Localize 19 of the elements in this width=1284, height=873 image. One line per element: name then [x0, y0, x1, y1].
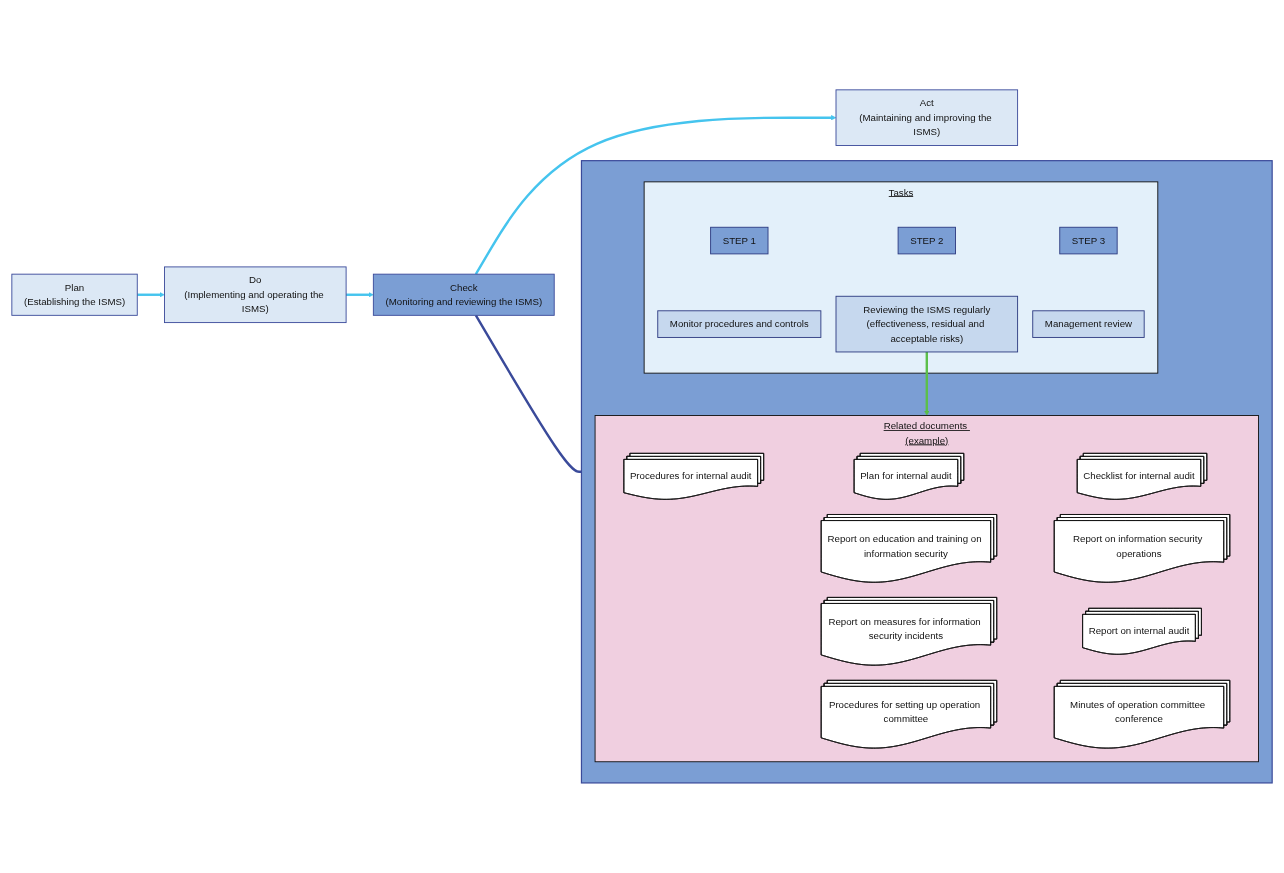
arrow [346, 292, 374, 298]
arrow [924, 352, 930, 416]
node-box [835, 89, 1019, 147]
node-box [11, 273, 138, 316]
arrow [474, 115, 837, 275]
flowchart-drawing: Tasks Related documents (example) Procedures for internal audit Plan for internal audit Checklist for internal audit Report on education and training on information security Report on information security operations Report on measures for information security incidents Report on internal audit Procedures for setting up operation committee Minutes of operation committee conference STEP 1 Monitor procedures and controls STEP 2 Reviewing the ISMS regularly (effectiveness, residual and acceptable risks) STEP 3 Management review Plan (Establishing the ISMS) Do (Implementing and operating the ISMS) Check (Monitoring and reviewing the ISMS) Act (Maintaining and improving the ISMS) [7, 85, 1277, 788]
node-box [372, 273, 555, 316]
node-box [835, 295, 1019, 353]
cluster [643, 181, 1159, 374]
node-box [164, 266, 347, 324]
node-box [1032, 310, 1145, 338]
node-box [657, 310, 822, 338]
node-box [897, 226, 956, 255]
arrow [137, 292, 165, 298]
node-box [710, 226, 769, 255]
cluster [580, 160, 1273, 784]
connector [474, 314, 582, 474]
node-box [1059, 226, 1118, 255]
cluster [594, 415, 1259, 763]
